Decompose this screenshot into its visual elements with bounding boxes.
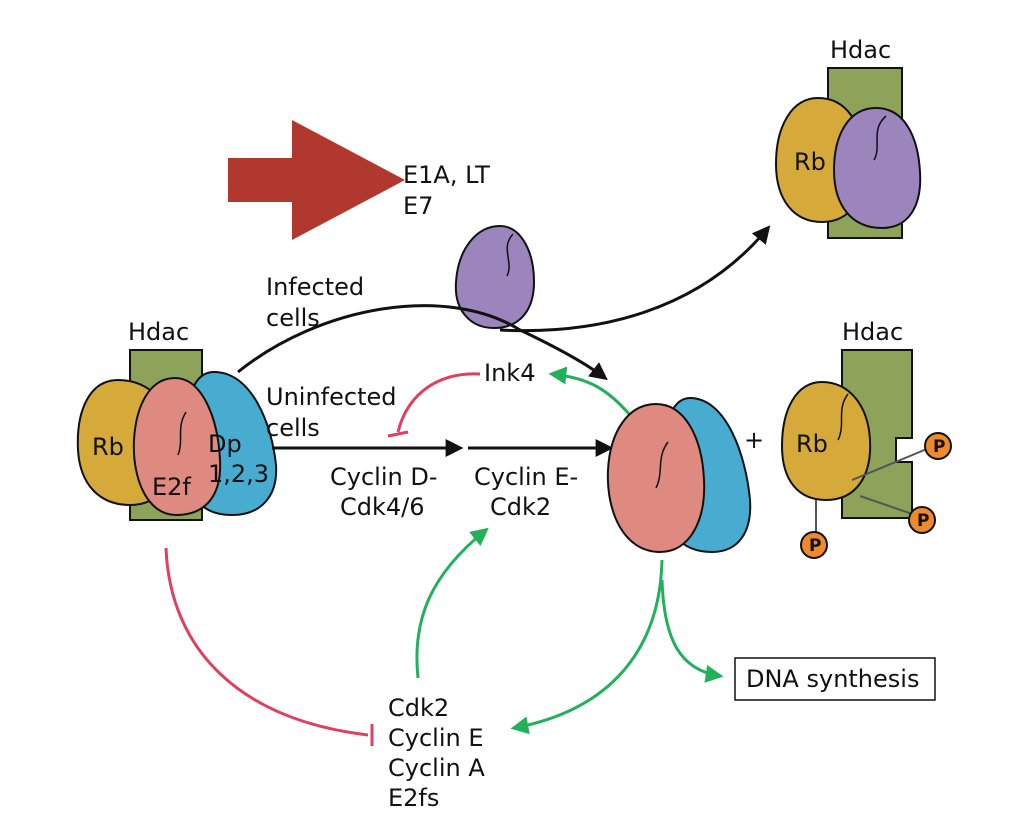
rb-label-phospho: Rb — [796, 430, 828, 458]
ink4-label: Ink4 — [484, 359, 535, 387]
rb-viral-hdac-complex — [774, 67, 922, 239]
phospho-group-3 — [800, 531, 828, 559]
infected-arrow-to-viral-sequestration — [499, 225, 771, 333]
viral-protein — [454, 224, 536, 330]
cyclin-d-label-line2: Cdk4/6 — [340, 493, 425, 521]
hdac-label-top: Hdac — [830, 36, 891, 64]
free-e2f-dp-complex — [606, 396, 752, 554]
ink4-activation-arrow — [548, 366, 632, 416]
ink4-inhibition-line — [396, 372, 481, 433]
plus-sign: + — [744, 426, 764, 454]
rb-e2f-dp-hdac-complex — [76, 349, 278, 521]
target-gene-cyclin-a: Cyclin A — [388, 754, 485, 782]
infected-arrow-to-rb-complex — [237, 304, 608, 381]
target-gene-cdk2: Cdk2 — [388, 694, 449, 722]
dna-synthesis-box — [734, 657, 936, 701]
targets-to-cyclin-e-arrow — [415, 527, 489, 679]
hdac-label-right: Hdac — [842, 318, 903, 346]
target-gene-cyclin-e: Cyclin E — [388, 724, 484, 752]
rb-label-left: Rb — [92, 433, 124, 461]
callout-arrow — [228, 120, 405, 240]
cyclin-d-label-line1: Cyclin D- — [330, 463, 437, 491]
rb-protein-phospho — [780, 380, 872, 502]
infected-cells-label-line2: cells — [266, 304, 320, 332]
e2f-protein — [132, 376, 222, 517]
hdac-label-left: Hdac — [128, 318, 189, 346]
ink4-inhibition-bar — [387, 430, 409, 438]
phosphorylated-rb-hdac: P P P — [780, 349, 952, 559]
cyclin-e-label-line2: Cdk2 — [490, 493, 551, 521]
phospho-group-1 — [924, 432, 952, 460]
rb-label-top: Rb — [794, 148, 826, 176]
viral-protein-label-line1: E1A, LT — [403, 161, 490, 189]
target-gene-e2fs: E2fs — [388, 784, 439, 812]
uninfected-cells-label-line1: Uninfected — [266, 383, 396, 411]
free-e2f-protein — [606, 402, 706, 554]
cyclin-e-label-line1: Cyclin E- — [474, 463, 578, 491]
viral-protein-label-line2: E7 — [403, 192, 433, 220]
dna-synthesis-label: DNA synthesis — [746, 665, 919, 693]
e2f-inhibition-line — [164, 547, 369, 737]
infected-cells-label-line1: Infected — [266, 273, 364, 301]
phospho-label-2: P — [917, 511, 929, 531]
dp-label-line2: 1,2,3 — [208, 460, 269, 488]
viral-protein-bound — [832, 106, 922, 230]
e2f-label: E2f — [152, 473, 191, 501]
e2f-to-dna-synthesis-arrow — [660, 579, 724, 683]
e2f-to-targets-arrow — [510, 559, 664, 735]
phospho-label-1: P — [933, 437, 945, 457]
phospho-label-3: P — [809, 536, 821, 556]
phospho-group-2 — [908, 506, 936, 534]
dp-label-line1: Dp — [208, 430, 242, 458]
uninfected-cells-label-line2: cells — [266, 414, 320, 442]
